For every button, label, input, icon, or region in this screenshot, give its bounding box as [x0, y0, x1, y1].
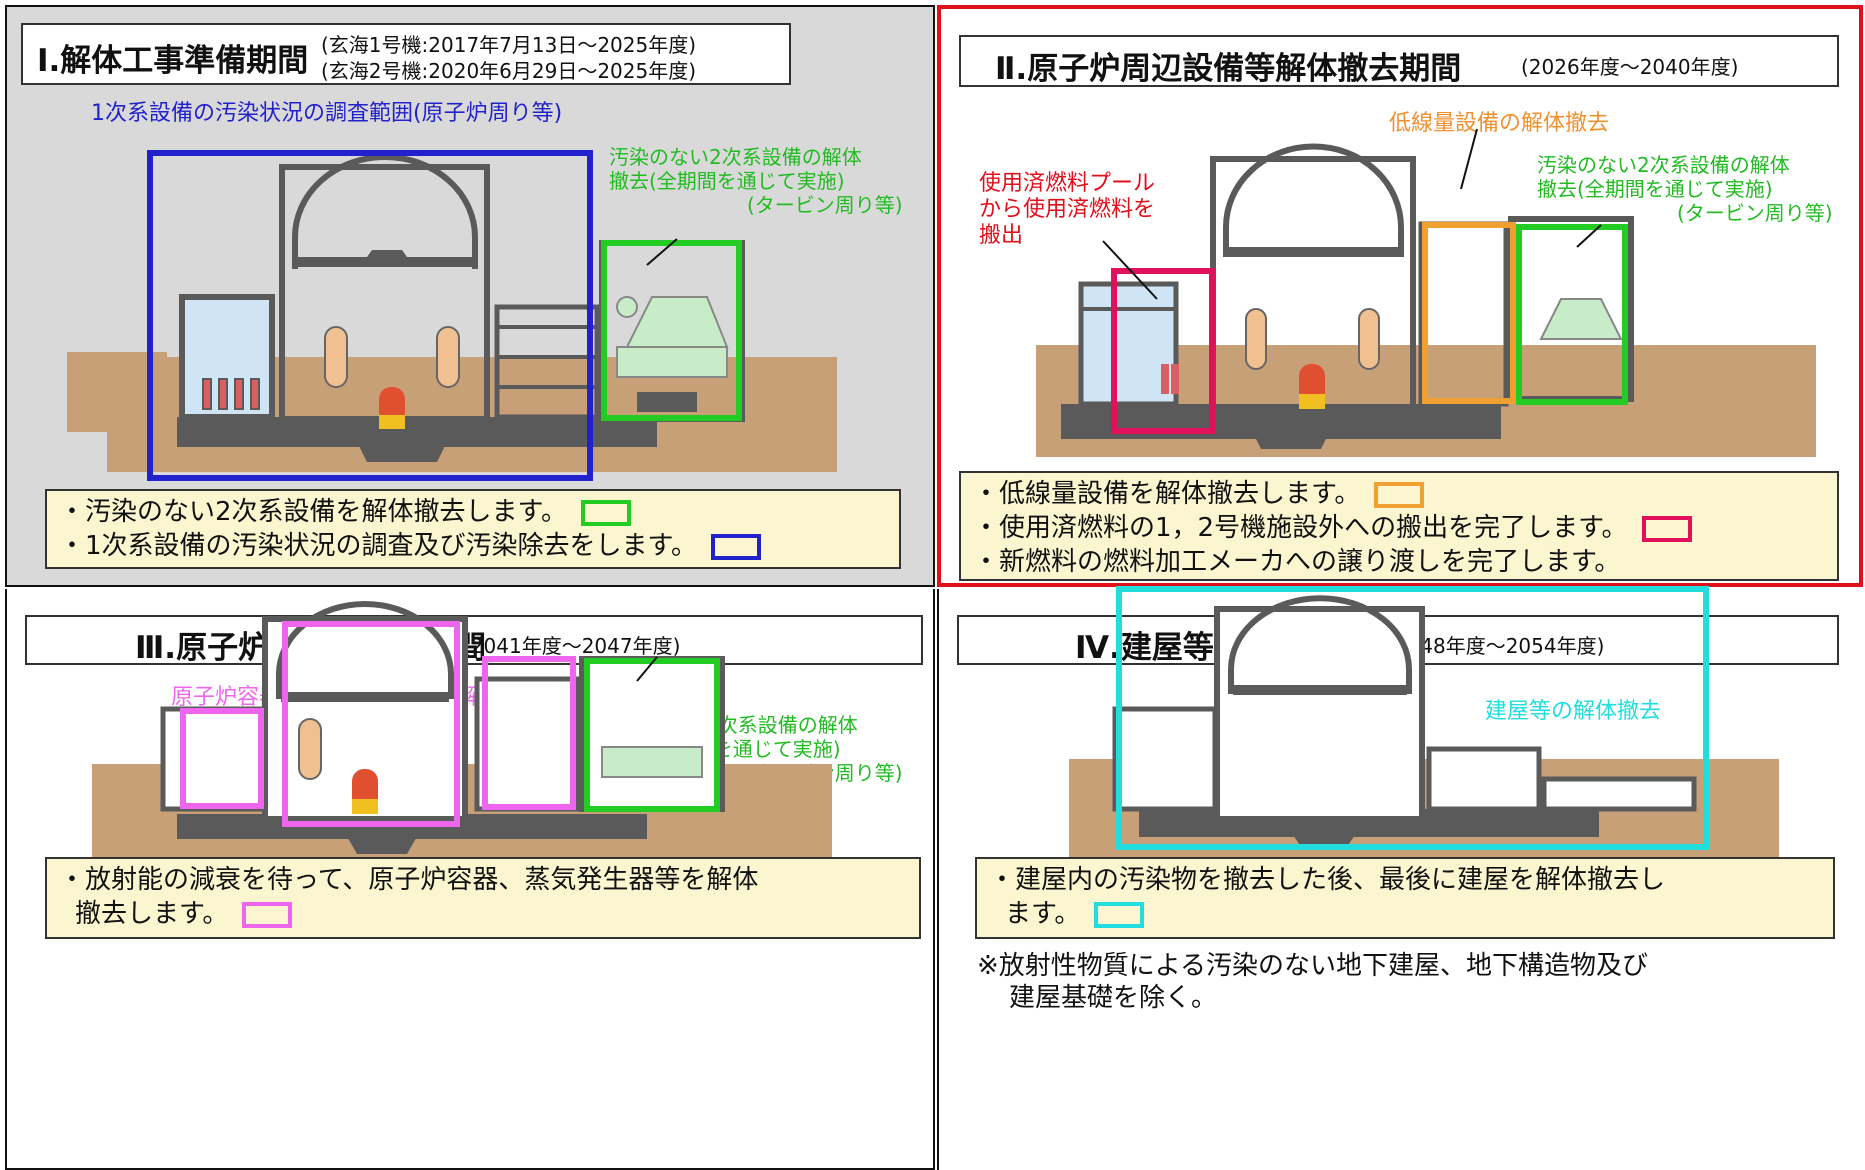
- phase4-bullets: ・建屋内の汚染物を撤去した後、最後に建屋を解体撤去し ます。: [975, 857, 1835, 939]
- phase2-title-box: Ⅱ.原子炉周辺設備等解体撤去期間 (2026年度～2040年度): [959, 35, 1839, 87]
- phase1-subtitle-2: (玄海2号機:2020年6月29日～2025年度): [321, 59, 697, 83]
- phase2-bullets: ・低線量設備を解体撤去します。 ・使用済燃料の1，2号機施設外への搬出を完了しま…: [959, 471, 1839, 581]
- phase1-title: Ⅰ.解体工事準備期間: [37, 43, 309, 79]
- phase2-bullet-1: ・低線量設備を解体撤去します。: [973, 479, 1361, 509]
- fuel-label-3: 搬出: [979, 223, 1024, 248]
- phase1-bullets: ・汚染のない2次系設備を解体撤去します。 ・1次系設備の汚染状況の調査及び汚染除…: [45, 489, 901, 569]
- phase4-panel: Ⅳ.建屋等解体撤去期間 (2048年度～2054年度) 建屋等の解体撤去 ・建屋…: [937, 586, 1863, 1170]
- cyan-legend-box: [1094, 901, 1145, 928]
- phase3-bullet-1-cont: 撤去します。: [75, 899, 229, 929]
- building-removal-label: 建屋等の解体撤去: [1485, 699, 1662, 724]
- secondary-label-1: 汚染のない2次系設備の解体: [1537, 153, 1790, 177]
- phase3-subtitle: (2041年度～2047年度): [463, 634, 681, 658]
- phase3-bullet-1: ・放射能の減衰を待って、原子炉容器、蒸気発生器等を解体: [59, 865, 759, 895]
- phase1-plant-diagram: [67, 150, 837, 481]
- phase4-plant-diagram: [1069, 586, 1779, 864]
- secondary-label-1: 汚染のない2次系設備の解体: [609, 145, 862, 169]
- phase3-panel: Ⅲ.原子炉等解体撤去期間 (2041年度～2047年度) 原子炉容器、蒸気発生器…: [5, 589, 935, 1170]
- fuel-label-1: 使用済燃料プール: [979, 171, 1156, 196]
- phase1-bullet-2: ・1次系設備の汚染状況の調査及び汚染除去をします。: [59, 531, 697, 561]
- phase1-bullet-1: ・汚染のない2次系設備を解体撤去します。: [59, 497, 567, 527]
- phase4-bullet-1-cont: ます。: [1005, 899, 1081, 929]
- phase3-bullets: ・放射能の減衰を待って、原子炉容器、蒸気発生器等を解体 撤去します。: [45, 857, 921, 939]
- footnote-line-2: 建屋基礎を除く。: [1009, 983, 1218, 1013]
- phase4-bullet-1: ・建屋内の汚染物を撤去した後、最後に建屋を解体撤去し: [989, 865, 1666, 895]
- fuel-label-2: から使用済燃料を: [979, 197, 1156, 222]
- primary-survey-label: 1次系設備の汚染状況の調査範囲(原子炉周り等): [91, 101, 563, 126]
- green-legend-box: [580, 499, 631, 526]
- phase2-bullet-3: ・新燃料の燃料加工メーカへの譲り渡しを完了します。: [973, 547, 1621, 577]
- footnote-line-1: ※放射性物質による汚染のない地下建屋、地下構造物及び: [977, 951, 1649, 981]
- crimson-legend-box: [1641, 515, 1692, 542]
- secondary-label-2: 撤去(全期間を通じて実施): [1537, 177, 1773, 201]
- magenta-legend-box: [242, 901, 293, 928]
- low-level-label: 低線量設備の解体撤去: [1389, 111, 1610, 136]
- secondary-label-3: (タービン周り等): [747, 193, 903, 217]
- secondary-label-2: 撤去(全期間を通じて実施): [609, 169, 845, 193]
- phase1-title-box: Ⅰ.解体工事準備期間 (玄海1号機:2017年7月13日～2025年度) (玄海…: [21, 23, 791, 85]
- phase2-title: Ⅱ.原子炉周辺設備等解体撤去期間: [995, 51, 1462, 87]
- phase1-panel: Ⅰ.解体工事準備期間 (玄海1号機:2017年7月13日～2025年度) (玄海…: [5, 5, 935, 587]
- phase1-subtitle-1: (玄海1号機:2017年7月13日～2025年度): [321, 33, 697, 57]
- blue-legend-box: [710, 533, 761, 560]
- phase3-plant-diagram: [92, 601, 832, 864]
- orange-legend-box: [1374, 481, 1425, 508]
- phase2-subtitle: (2026年度～2040年度): [1521, 55, 1739, 79]
- secondary-label-3: (タービン周り等): [1677, 201, 1833, 225]
- phase2-plant-diagram: [1036, 128, 1816, 457]
- phase2-panel: Ⅱ.原子炉周辺設備等解体撤去期間 (2026年度～2040年度) 低線量設備の解…: [937, 5, 1863, 587]
- phase2-bullet-2: ・使用済燃料の1，2号機施設外への搬出を完了します。: [973, 513, 1628, 543]
